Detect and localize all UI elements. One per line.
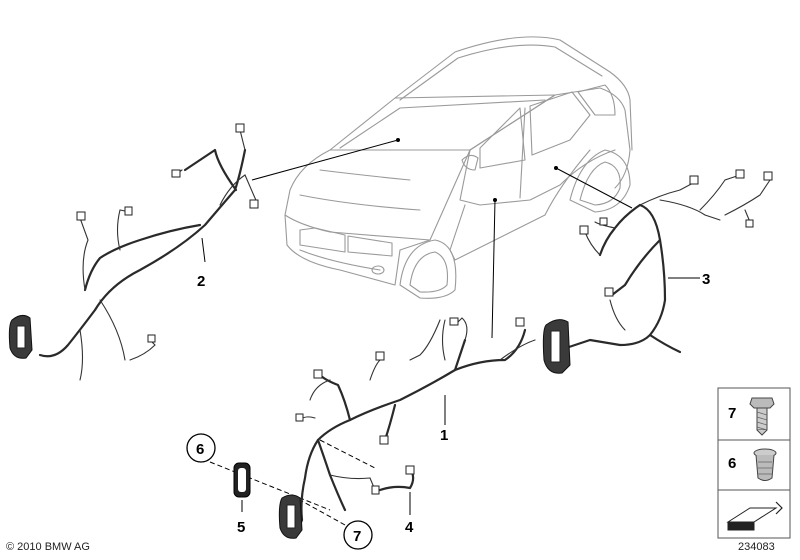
diagram-id: 234083 (738, 541, 775, 553)
copyright-text: © 2010 BMW AG (6, 541, 90, 553)
legend: 7 6 (717, 387, 791, 539)
wiring-harness-2 (8, 123, 259, 381)
wiring-harness-3 (542, 169, 773, 374)
part-number-2: 2 (197, 273, 205, 290)
part-number-1: 1 (440, 427, 448, 444)
part-number-labels: 1 2 3 4 5 6 7 (186, 271, 710, 550)
part-number-3: 3 (702, 271, 710, 288)
wiring-harness-4 (378, 465, 415, 492)
part-number-7: 7 (353, 528, 361, 545)
part-number-4: 4 (405, 519, 414, 536)
leader-lines (201, 138, 700, 526)
part-number-5: 5 (237, 519, 245, 536)
part-number-6: 6 (196, 441, 204, 458)
legend-number-6: 6 (728, 455, 736, 472)
bolt-icon (749, 397, 775, 436)
rivet-nut-icon (753, 448, 777, 481)
grommet-5 (233, 462, 251, 498)
vehicle-outline (284, 36, 633, 299)
flat-arrow-icon (726, 501, 783, 531)
legend-number-7: 7 (728, 405, 736, 422)
